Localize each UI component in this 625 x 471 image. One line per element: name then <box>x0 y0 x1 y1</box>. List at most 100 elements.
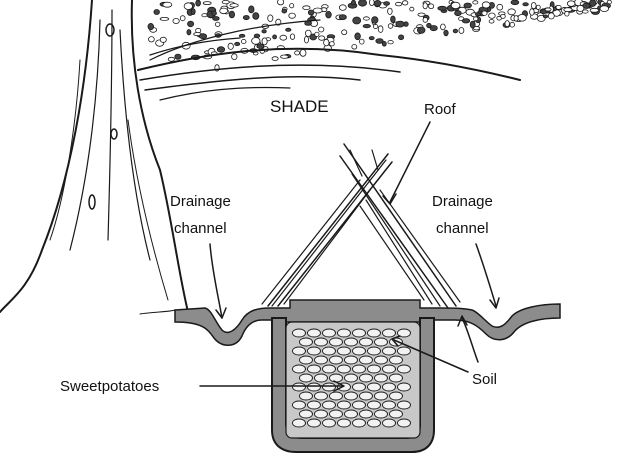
sweetpotato <box>292 382 306 392</box>
leaf-mark <box>463 2 472 9</box>
leaf-mark <box>148 36 155 43</box>
leaf-mark <box>240 39 247 45</box>
sweetpotato <box>292 400 306 410</box>
sweetpotato <box>397 418 411 428</box>
leaf-mark <box>369 0 375 6</box>
leaf-mark <box>422 2 428 10</box>
sweetpotato <box>382 328 396 338</box>
ground <box>139 299 561 346</box>
leaf-mark <box>383 1 391 6</box>
sweetpotato <box>367 328 381 338</box>
leaf-mark <box>517 13 527 22</box>
roof <box>261 143 461 309</box>
leaf-mark <box>428 3 435 9</box>
leaf-mark <box>325 10 332 19</box>
leaf-mark <box>529 8 535 16</box>
leaf-mark <box>277 0 285 6</box>
sweetpotato <box>344 355 358 365</box>
label-drainage-left-line1: Drainage <box>170 193 231 210</box>
leaf-mark <box>422 17 428 23</box>
label-drainage-right-line1: Drainage <box>432 193 493 210</box>
drainage-left-arrow-line <box>209 243 223 319</box>
sweetpotato <box>322 382 336 392</box>
leaf-mark <box>473 16 479 22</box>
leaf-mark <box>318 26 325 33</box>
leaf-mark <box>285 27 292 32</box>
soil-arrow-line-2 <box>461 317 479 363</box>
sweetpotato <box>382 400 396 410</box>
sweetpotato <box>359 337 373 347</box>
sweetpotato <box>389 391 403 401</box>
leaf-mark <box>530 2 537 10</box>
leaf-mark <box>443 29 449 37</box>
leaf-mark <box>535 4 541 10</box>
leaf-mark <box>212 16 220 21</box>
leaf-mark <box>576 4 585 12</box>
leaf-mark <box>417 12 426 17</box>
drainage-left-arrowhead <box>215 307 227 319</box>
label-shade: SHADE <box>270 97 329 116</box>
leaf-mark <box>312 7 323 14</box>
leaf-mark <box>318 35 326 41</box>
leaf-mark <box>238 33 246 38</box>
sweetpotato <box>322 418 336 428</box>
sweetpotato <box>337 418 351 428</box>
sweetpotato <box>322 400 336 410</box>
leaf-mark <box>147 22 154 31</box>
sweetpotato <box>307 382 321 392</box>
leaf-mark <box>272 34 278 40</box>
leaf-mark <box>281 8 288 14</box>
leaf-mark <box>351 0 356 6</box>
sweetpotato <box>337 400 351 410</box>
leaf-mark <box>440 23 446 31</box>
leaf-mark <box>267 14 274 22</box>
leaf-mark <box>302 5 311 10</box>
leaf-mark <box>289 3 295 9</box>
leaf-mark <box>377 25 384 33</box>
sweetpotato <box>337 328 351 338</box>
leaf-mark <box>387 40 394 45</box>
leaf-mark <box>167 56 175 62</box>
sweetpotato <box>299 337 313 347</box>
leaf-mark <box>162 1 173 8</box>
leaf-mark <box>509 21 515 28</box>
leaf-mark <box>458 27 465 34</box>
leaf-mark <box>375 38 384 44</box>
leaf-mark <box>294 50 301 56</box>
leaf-mark <box>354 32 361 41</box>
sweetpotato <box>367 382 381 392</box>
sweetpotato <box>292 418 306 428</box>
leaf-mark <box>329 41 335 47</box>
sweetpotato <box>359 355 373 365</box>
sweetpotato <box>352 328 366 338</box>
sweetpotato <box>299 409 313 419</box>
leaf-mark <box>474 12 482 17</box>
leaf-mark <box>242 15 250 21</box>
sweetpotato <box>329 373 343 383</box>
sweetpotato <box>352 382 366 392</box>
leaf-mark <box>472 0 479 5</box>
sweetpotato <box>337 346 351 356</box>
sweetpotato <box>314 409 328 419</box>
sweetpotato <box>329 355 343 365</box>
leaf-mark <box>227 42 234 50</box>
leaf-mark <box>371 16 379 24</box>
sweetpotato-tubers <box>292 328 411 428</box>
leaf-mark <box>314 31 320 37</box>
sweetpotato <box>397 328 411 338</box>
leaf-mark <box>394 1 403 7</box>
leaf-mark <box>231 53 238 60</box>
roof-arrow-line <box>389 121 431 203</box>
leaf-mark <box>395 20 405 28</box>
leaf-mark <box>373 0 382 7</box>
leaf-mark <box>390 15 396 23</box>
sweetpotato <box>374 355 388 365</box>
sweetpotato <box>352 418 366 428</box>
sweetpotato <box>299 391 313 401</box>
label-roof: Roof <box>424 101 457 118</box>
leaf-mark <box>469 20 476 29</box>
leaf-mark <box>338 14 347 21</box>
sweetpotato <box>374 391 388 401</box>
leaf-mark <box>338 4 347 11</box>
